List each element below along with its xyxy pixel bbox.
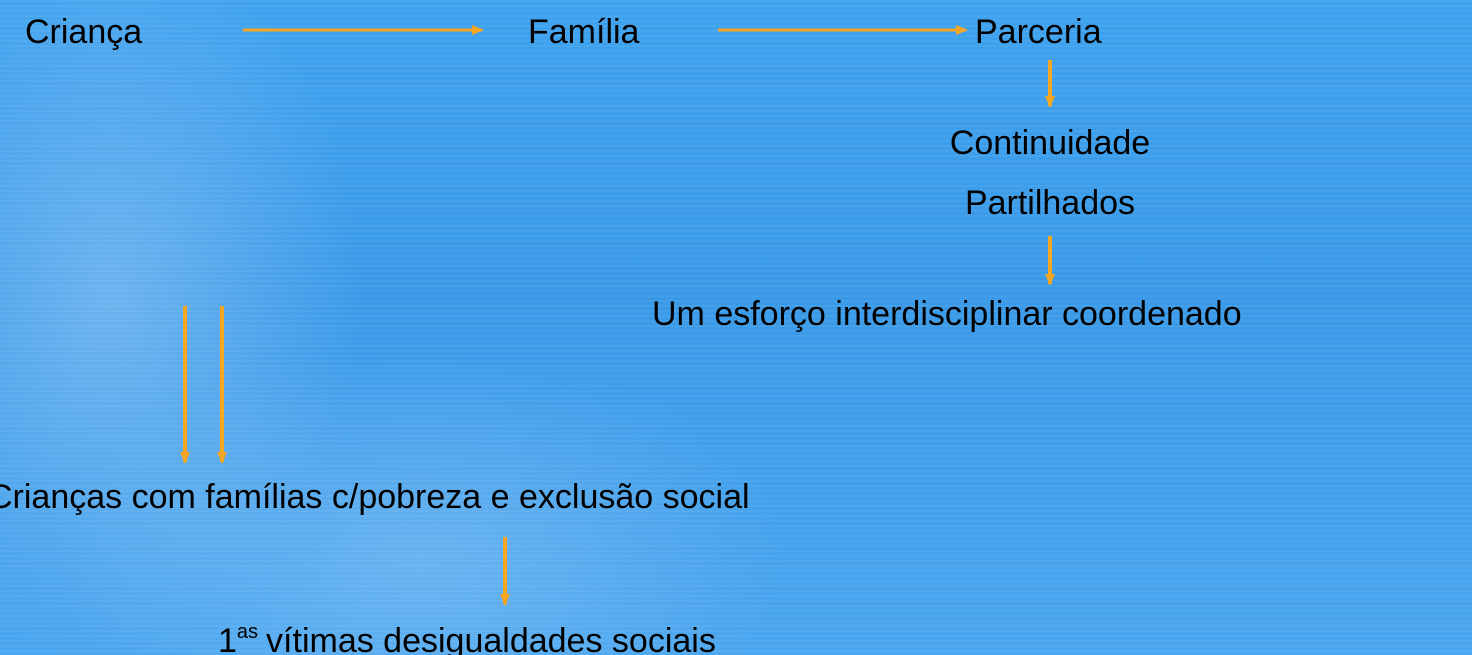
vitimas-number: 1 [218, 622, 237, 655]
node-parceria: Parceria [975, 13, 1102, 51]
node-vitimas: 1as vítimas desigualdades sociais [218, 612, 716, 655]
node-continuidade: Continuidade [949, 124, 1151, 162]
node-partilhados: Partilhados [964, 184, 1136, 222]
node-familia: Família [528, 13, 640, 51]
node-crianca: Criança [25, 13, 143, 51]
node-criancas-familias: Crianças com famílias c/pobreza e exclus… [0, 478, 750, 516]
vitimas-superscript: as [236, 621, 259, 643]
node-esforco-interdisciplinar: Um esforço interdisciplinar coordenado [652, 295, 1242, 333]
vitimas-text: vítimas desigualdades sociais [266, 622, 716, 655]
